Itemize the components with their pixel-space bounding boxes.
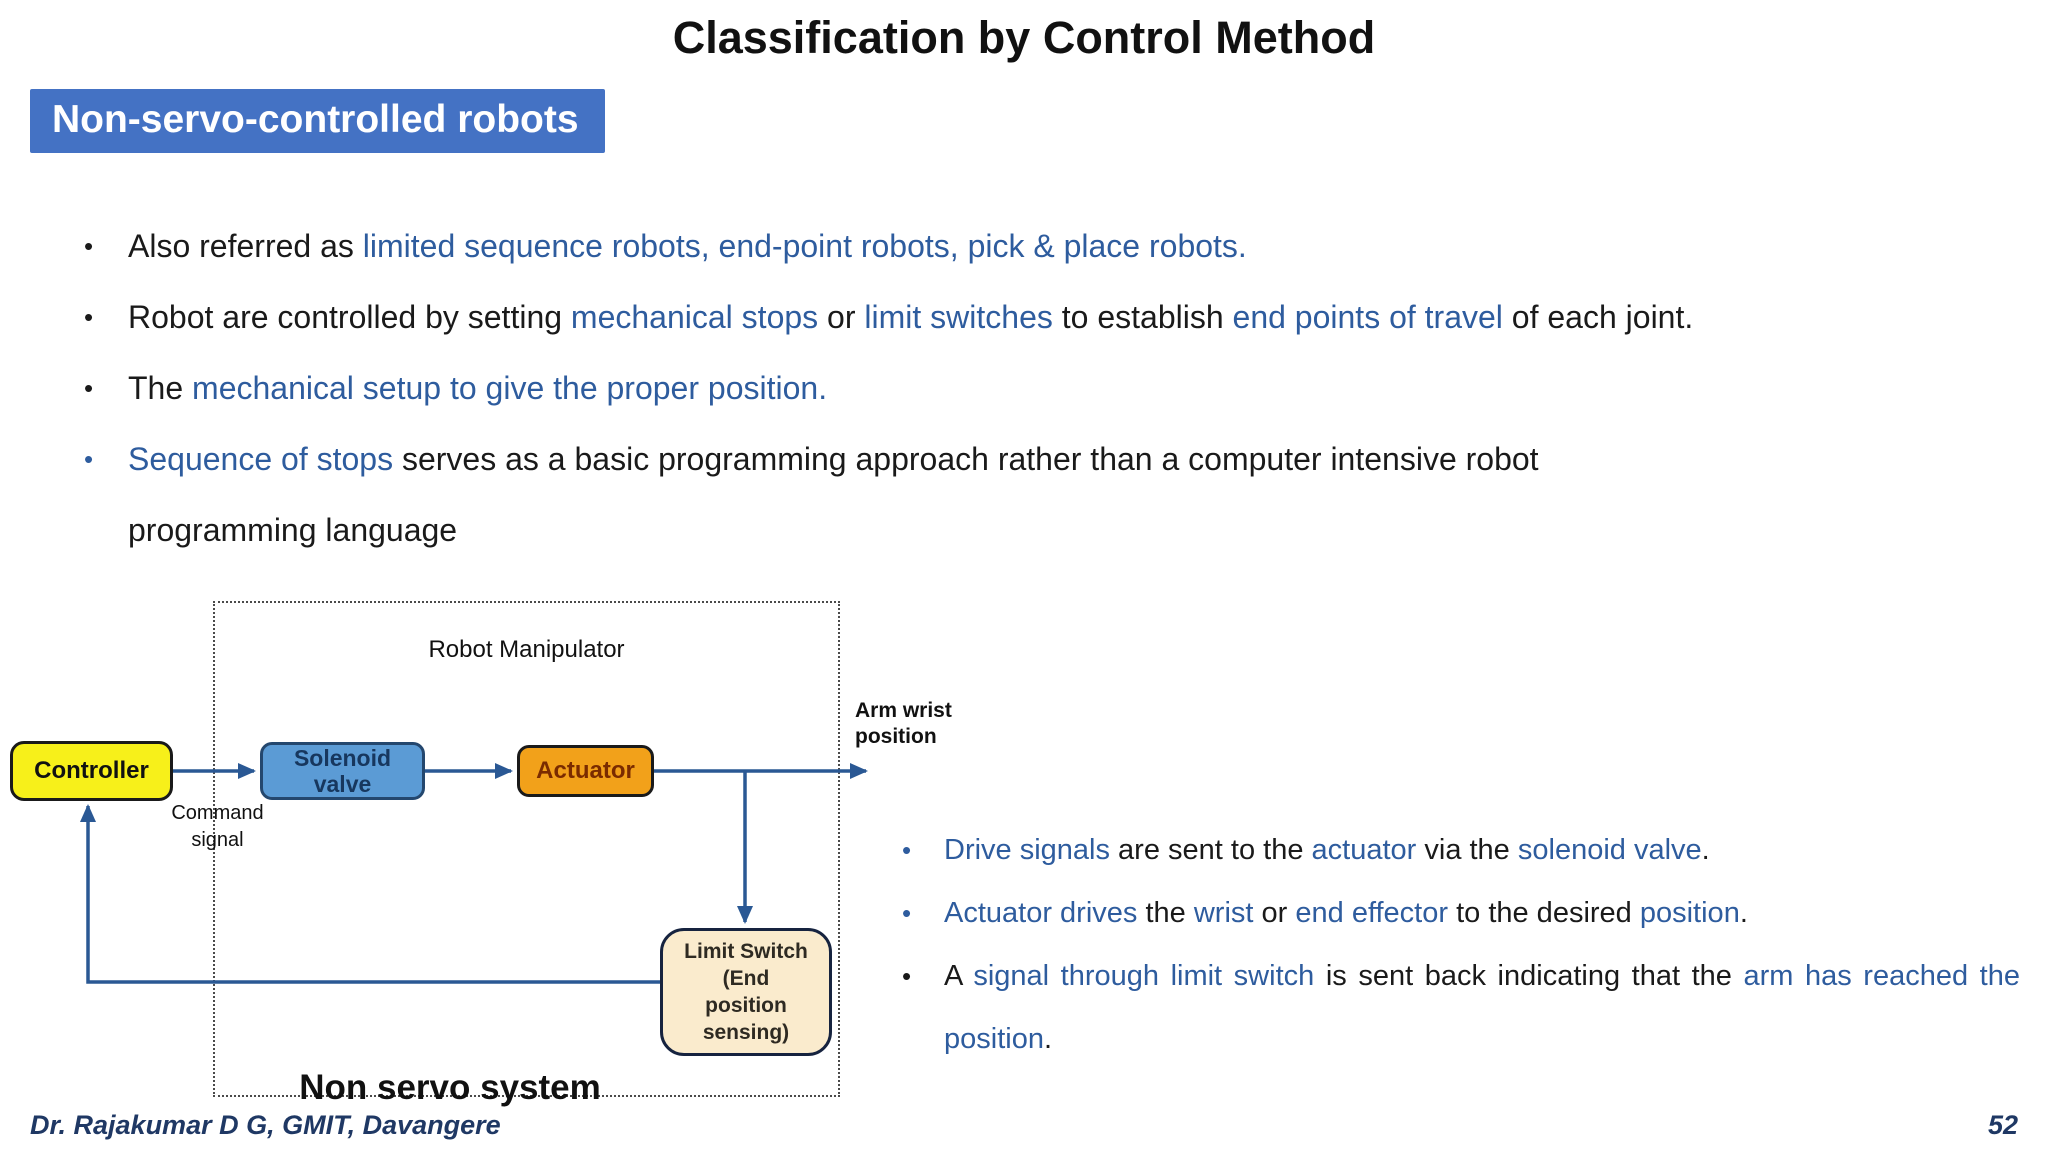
limit-switch-line: position [705,994,787,1017]
bullet-text: limited sequence robots, end-point robot… [362,228,1247,264]
controller-box: Controller [10,741,173,801]
list-item: • Robot are controlled by setting mechani… [78,282,2048,353]
bullet-text: . [1701,834,1710,866]
bullet-text: via the [1416,834,1518,866]
actuator-box: Actuator [517,745,654,797]
bullet-text: Actuator drives [944,897,1138,929]
bullet-dot: • [84,302,94,332]
bullet-text: end effector [1295,897,1449,929]
bullet-dot: • [902,961,912,991]
bullet-text: mechanical stops [570,299,819,335]
bullet-text: the [1137,897,1194,929]
page-title: Classification by Control Method [672,12,1376,63]
page-number: 52 [1987,1110,2018,1140]
bullet-list-left: • Also referred as limited sequence robot… [78,211,2048,566]
section-badge: Non-servo-controlled robots [30,89,605,153]
bullet-list-right: •Drive signals are sent to the actuator … [896,819,2020,1071]
bullet-text: solenoid valve [1517,834,1702,866]
bullet-dot: • [84,231,94,261]
list-item: • Sequence of stops serves as a basic pro… [78,424,2048,566]
bullet-text: programming language [128,512,458,548]
list-item: • A signal through limit switch is sent b… [896,945,2020,1071]
command-signal-label: Command signal [171,802,264,851]
bullet-dot: • [902,835,912,865]
bullet-text: signal through limit switch [973,960,1315,992]
bullet-dot: • [902,898,912,928]
bullet-text: Robot are controlled by setting [128,299,571,335]
bullet-text: arm has reached the position [944,960,2020,1055]
bullet-text: Drive signals [944,834,1110,866]
footer-author: Dr. Rajakumar D G, GMIT, Davangere [30,1110,501,1140]
bullet-text: . [1739,897,1748,929]
bullet-text: serves as a basic programming approach r… [393,441,1539,477]
bullet-text: or [818,299,865,335]
limit-switch-box: Limit Switch (End position sensing) [660,928,832,1056]
bullet-text: wrist [1193,897,1254,929]
bullet-text: actuator [1311,834,1417,866]
bullet-text: The [128,370,193,406]
robot-manipulator-label: Robot Manipulator [428,636,625,663]
bullet-text: . [1043,1023,1053,1055]
limit-switch-line: Limit Switch [684,940,808,963]
bullet-text: are sent to the [1110,834,1312,866]
bullet-text: A [944,960,974,992]
bullet-text: mechanical setup to give the proper posi… [192,370,828,406]
bullet-text: Sequence of stops [128,441,394,477]
diagram-caption: Non servo system [299,1068,601,1107]
limit-switch-line: (End [722,967,770,990]
solenoid-valve-box: Solenoid valve [260,742,425,800]
list-item: • Also referred as limited sequence robot… [78,211,2048,282]
list-item: • The mechanical setup to give the proper… [78,353,2048,424]
bullet-text: to establish [1052,299,1233,335]
arm-wrist-position-label: Arm wrist position [855,699,952,748]
bullet-dot: • [84,444,94,474]
list-item: • Actuator drives the wrist or end effect… [896,882,2020,945]
bullet-text: or [1253,897,1296,929]
bullet-text: to the desired [1448,897,1640,929]
bullet-text: end points of travel [1232,299,1503,335]
bullet-text: position [1639,897,1740,929]
limit-switch-line: sensing) [702,1021,790,1044]
bullet-text: limit switches [864,299,1053,335]
bullet-text: of each joint. [1502,299,1694,335]
list-item: •Drive signals are sent to the actuator … [896,819,2020,882]
bullet-dot: • [84,373,94,403]
bullet-text: Also referred as [128,228,363,264]
bullet-text: is sent back indicating that the [1314,960,1744,992]
